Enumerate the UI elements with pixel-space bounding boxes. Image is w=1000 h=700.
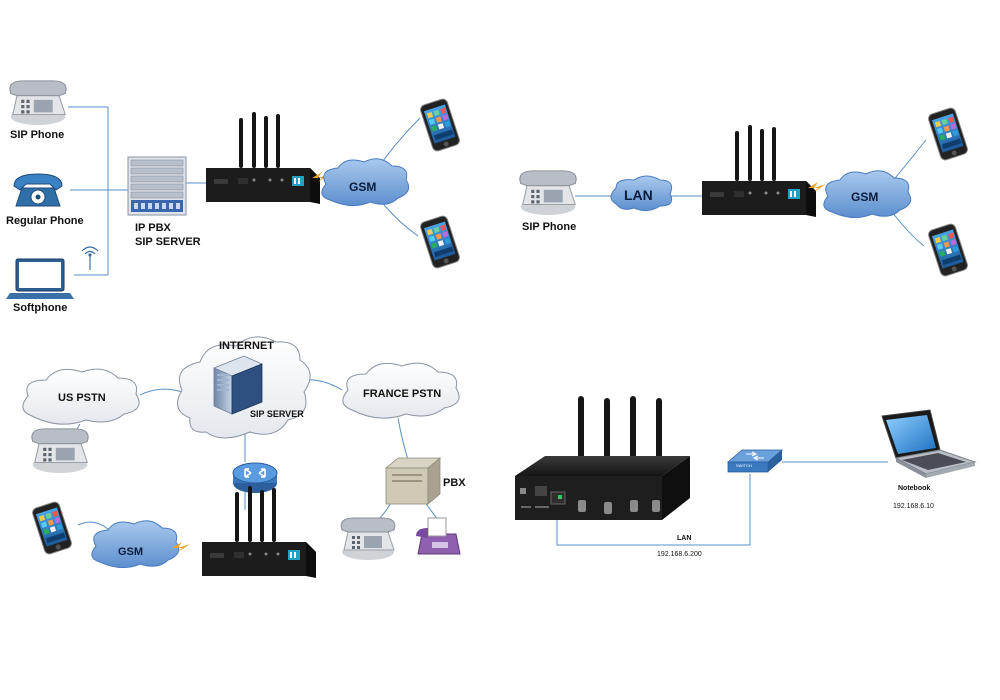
smartphone-icon — [926, 106, 970, 162]
gsm-label: GSM — [118, 546, 144, 558]
sip-phone-icon — [9, 80, 67, 126]
desk-phone-icon — [340, 517, 396, 561]
ip-pbx-rack-icon — [127, 156, 187, 216]
smartphone-icon — [926, 222, 970, 278]
us-pstn-cloud — [22, 368, 140, 425]
lan-label: LAN — [677, 535, 692, 542]
panel-c — [22, 336, 461, 578]
lan-cloud — [610, 175, 673, 212]
desk-phone-icon — [31, 428, 89, 474]
notebook-laptop-icon — [881, 409, 977, 478]
notebook-ip-label: 192.168.6.10 — [893, 503, 934, 510]
lan-label: LAN — [624, 187, 653, 203]
ip-pbx-label: IP PBX — [135, 222, 171, 234]
gateway-device-c — [202, 486, 316, 578]
sip-server-label: SIP SERVER — [250, 409, 304, 419]
router-icon — [232, 462, 278, 493]
internet-label: INTERNET — [219, 340, 274, 352]
regular-phone-icon — [13, 173, 63, 207]
france-pstn-label: FRANCE PSTN — [363, 388, 442, 400]
regular-phone-label: Regular Phone — [6, 215, 84, 227]
gateway-device-a — [206, 112, 320, 204]
panel-a — [6, 80, 462, 299]
gsm-cloud-b — [823, 170, 912, 218]
smartphone-icon — [30, 500, 74, 556]
sip-phone-label: SIP Phone — [10, 129, 65, 141]
gateway-ip-label: 192.168.6.200 — [657, 551, 702, 558]
softphone-label: Softphone — [13, 302, 68, 314]
panel-b — [519, 106, 970, 278]
smartphone-icon — [418, 97, 462, 153]
wifi-icon — [81, 246, 99, 270]
switch-label: SWITCH — [736, 463, 752, 468]
gsm-cloud-c — [91, 520, 180, 568]
us-pstn-label: US PSTN — [58, 392, 106, 404]
france-pstn-cloud — [342, 362, 460, 419]
network-switch-icon — [726, 449, 784, 473]
gsm-label: GSM — [851, 190, 879, 204]
sip-server-label: SIP SERVER — [135, 236, 201, 248]
panel-d-lines — [556, 461, 888, 546]
panel-d — [515, 396, 977, 546]
lightning-icon — [172, 542, 190, 552]
notebook-label: Notebook — [898, 485, 931, 492]
sip-server-icon — [212, 355, 264, 415]
large-gateway-device — [515, 396, 690, 520]
lightning-icon — [808, 182, 826, 192]
gateway-device-b — [702, 125, 816, 217]
lightning-icon — [312, 172, 330, 182]
gsm-cloud-a — [321, 158, 410, 206]
pbx-label: PBX — [443, 477, 466, 489]
fax-machine-icon — [416, 517, 461, 555]
sip-phone-icon — [519, 170, 577, 216]
pbx-icon — [384, 457, 442, 505]
sip-phone-label: SIP Phone — [522, 221, 577, 233]
softphone-laptop-icon — [6, 258, 74, 299]
gsm-label: GSM — [349, 180, 377, 194]
smartphone-icon — [418, 214, 462, 270]
